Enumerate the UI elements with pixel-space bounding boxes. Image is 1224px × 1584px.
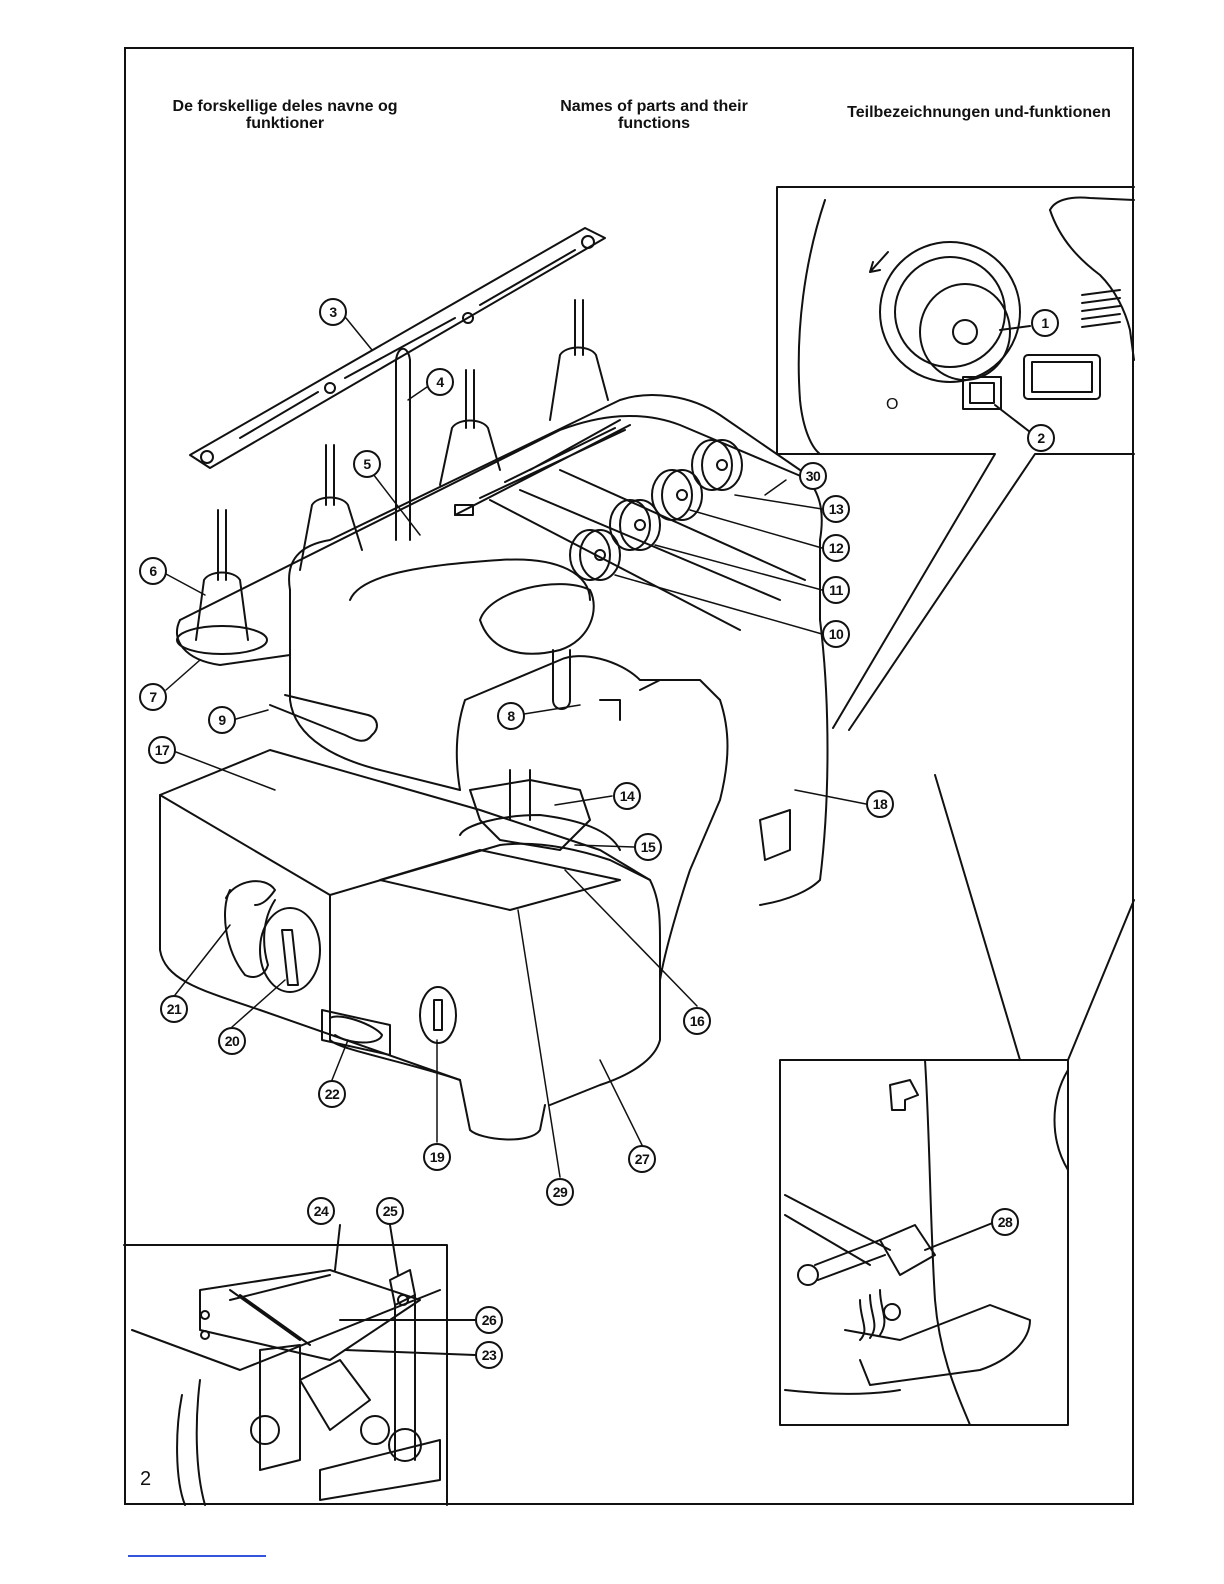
inset-handwheel	[777, 187, 1134, 730]
callout-21: 21	[160, 995, 188, 1023]
callout-26: 26	[475, 1306, 503, 1334]
callout-2: 2	[1027, 424, 1055, 452]
leader-lines	[166, 318, 866, 1177]
callout-12: 12	[822, 534, 850, 562]
callout-24: 24	[307, 1197, 335, 1225]
callout-13: 13	[822, 495, 850, 523]
page-number: 2	[140, 1468, 151, 1491]
inset-loopers	[124, 1225, 475, 1505]
callout-3: 3	[319, 298, 347, 326]
callout-15: 15	[634, 833, 662, 861]
callout-6: 6	[139, 557, 167, 585]
callout-30: 30	[799, 462, 827, 490]
callout-19: 19	[423, 1143, 451, 1171]
callout-25: 25	[376, 1197, 404, 1225]
callout-5: 5	[353, 450, 381, 478]
bottom-link-underline[interactable]	[128, 1555, 266, 1557]
callout-20: 20	[218, 1027, 246, 1055]
callout-1: 1	[1031, 309, 1059, 337]
callout-10: 10	[822, 620, 850, 648]
callout-4: 4	[426, 368, 454, 396]
callout-27: 27	[628, 1145, 656, 1173]
callout-11: 11	[822, 576, 850, 604]
callout-8: 8	[497, 702, 525, 730]
callout-18: 18	[866, 790, 894, 818]
callout-29: 29	[546, 1178, 574, 1206]
callout-16: 16	[683, 1007, 711, 1035]
inset-blade	[780, 775, 1134, 1425]
callout-14: 14	[613, 782, 641, 810]
power-off-mark: O	[886, 396, 898, 414]
callout-7: 7	[139, 683, 167, 711]
callout-28: 28	[991, 1208, 1019, 1236]
callout-9: 9	[208, 706, 236, 734]
callout-17: 17	[148, 736, 176, 764]
callout-23: 23	[475, 1341, 503, 1369]
callout-22: 22	[318, 1080, 346, 1108]
